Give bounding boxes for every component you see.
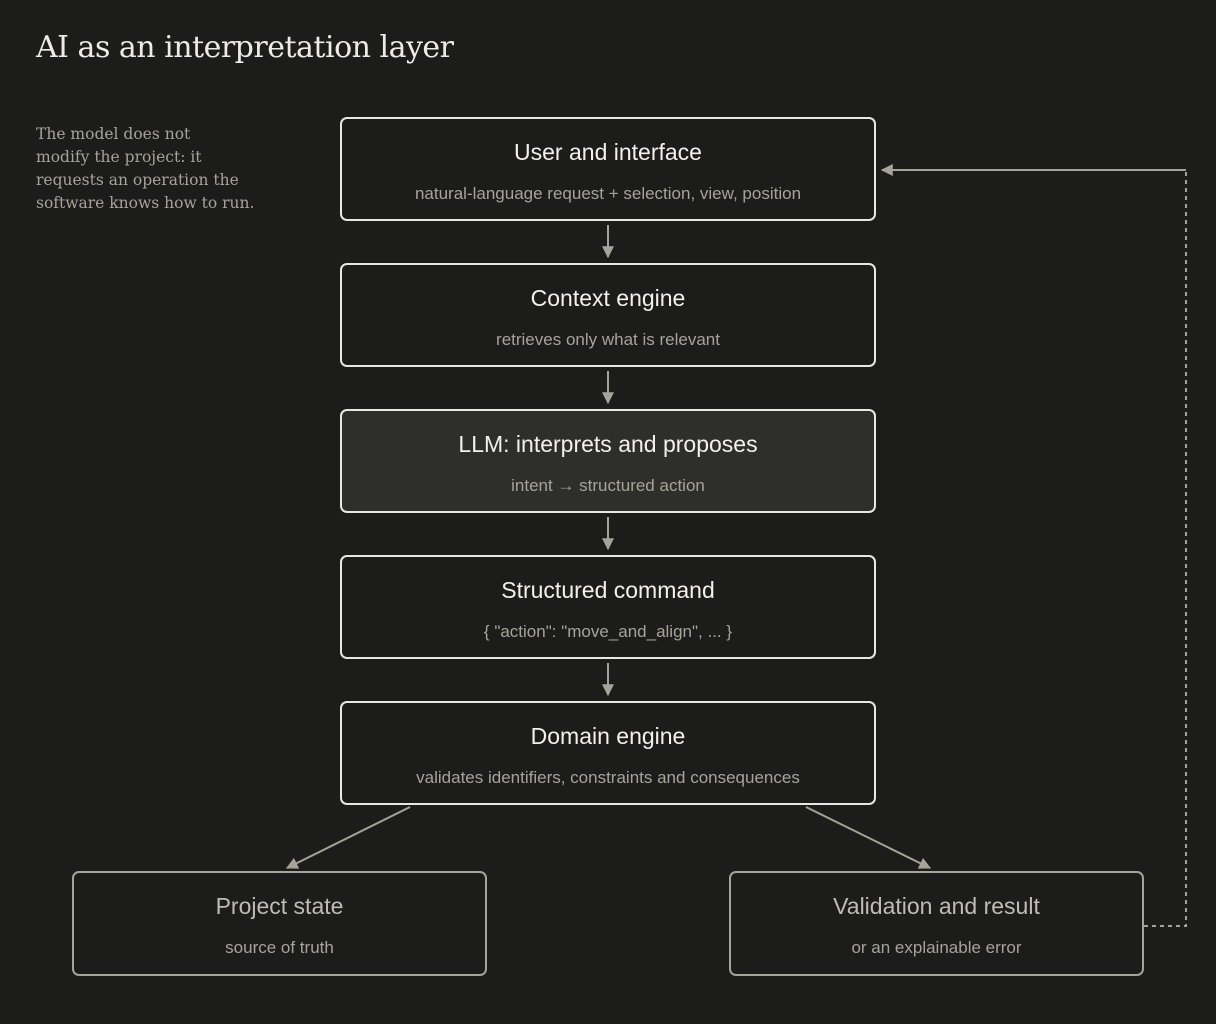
- edge-domain-to-state: [285, 806, 411, 869]
- node-context-engine: Context engine retrieves only what is re…: [340, 263, 876, 367]
- node-structured-command: Structured command { "action": "move_and…: [340, 555, 876, 659]
- node-subtitle: validates identifiers, constraints and c…: [416, 768, 800, 787]
- node-title: User and interface: [514, 139, 702, 165]
- side-note-line: software knows how to run.: [36, 194, 255, 212]
- node-title: Validation and result: [833, 893, 1040, 919]
- node-title: LLM: interprets and proposes: [458, 431, 758, 457]
- node-subtitle: retrieves only what is relevant: [496, 330, 720, 349]
- node-subtitle: natural-language request + selection, vi…: [414, 184, 802, 203]
- node-subtitle: intent → structured action: [511, 476, 705, 495]
- node-llm: LLM: interprets and proposes intent → st…: [340, 409, 876, 513]
- node-title: Structured command: [501, 577, 715, 603]
- edge-result-to-user-feedback: [1144, 170, 1187, 927]
- node-subtitle: { "action": "move_and_align", ... }: [483, 622, 733, 641]
- node-domain-engine: Domain engine validates identifiers, con…: [340, 701, 876, 805]
- node-subtitle: or an explainable error: [851, 938, 1022, 957]
- node-title: Project state: [215, 893, 344, 919]
- side-note-line: modify the project: it: [36, 148, 202, 166]
- page-title: AI as an interpretation layer: [36, 30, 454, 65]
- node-title: Domain engine: [530, 723, 686, 749]
- node-user-interface: User and interface natural-language requ…: [340, 117, 876, 221]
- node-subtitle: source of truth: [225, 938, 334, 957]
- node-title: Context engine: [530, 285, 686, 311]
- edge-domain-to-result: [805, 806, 932, 869]
- side-note: The model does not modify the project: i…: [36, 123, 266, 215]
- side-note-line: requests an operation the: [36, 171, 239, 189]
- node-project-state: Project state source of truth: [72, 871, 487, 976]
- side-note-line: The model does not: [36, 125, 191, 143]
- node-validation-result: Validation and result or an explainable …: [729, 871, 1144, 976]
